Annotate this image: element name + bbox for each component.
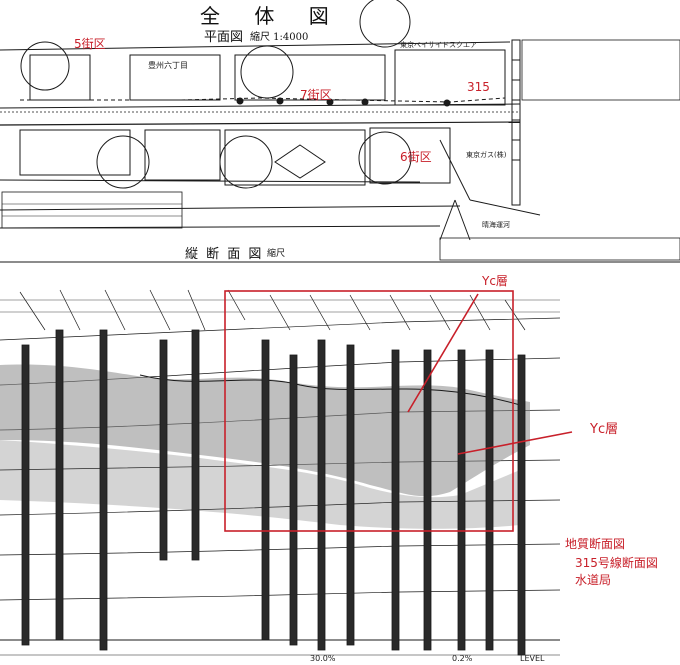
annotation-block-7: 7街区 — [300, 88, 332, 102]
annotation-block-6: 6街区 — [400, 150, 432, 164]
label-canal: 晴海運河 — [482, 221, 510, 229]
drawing-title: 全 体 図 — [200, 4, 343, 28]
plan-view — [0, 0, 680, 261]
plan-view-title: 平面図 — [204, 30, 244, 45]
highlight-box — [224, 290, 514, 532]
label-bayside: 東京ベイサイドスクエア — [400, 41, 477, 49]
annotation-route-315: 315 — [467, 80, 490, 94]
section-scale: 縮尺 — [267, 249, 286, 259]
grade-label-1: 30.0% — [310, 654, 336, 663]
note-geology-section: 地質断面図 — [565, 537, 626, 551]
section-title: 縦 断 面 図 — [185, 247, 264, 262]
annotation-yc-layer-1: Yc層 — [482, 274, 508, 288]
label-tokyo-gas: 東京ガス(株) — [466, 151, 507, 159]
grade-label-2: 0.2% — [452, 654, 473, 663]
dark-layer-fill — [0, 440, 520, 529]
label-toyosu: 豊州六丁目 — [148, 61, 188, 70]
level-label: LEVEL — [520, 654, 545, 663]
section-view — [0, 289, 561, 656]
yc-leader-1 — [407, 293, 479, 413]
yc-leader-2 — [457, 431, 573, 455]
note-route-section: 315号線断面図 — [575, 556, 658, 570]
annotation-yc-layer-2: Yc層 — [590, 422, 619, 437]
plan-scale: 縮尺 1:4000 — [250, 32, 309, 43]
note-waterworks: 水道局 — [575, 573, 612, 587]
annotation-block-5: 5街区 — [74, 37, 106, 51]
